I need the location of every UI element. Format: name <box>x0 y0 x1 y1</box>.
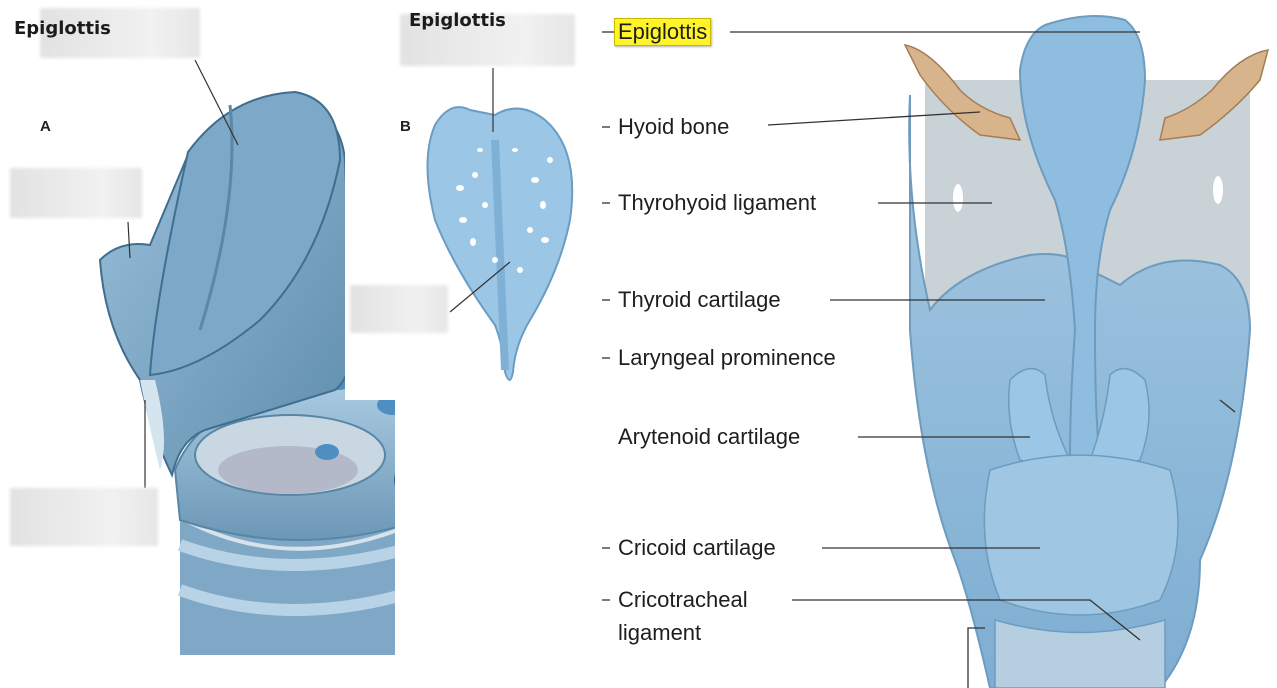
label-arytenoid-cartilage: Arytenoid cartilage <box>618 424 800 450</box>
epiglottis-label-b: Epiglottis <box>409 10 506 31</box>
label-cricoid-cartilage: Cricoid cartilage <box>618 535 776 561</box>
epiglottis-label-a: Epiglottis <box>14 18 111 39</box>
label-blank <box>10 168 142 218</box>
panel-letter-b: B <box>400 118 411 135</box>
larynx-anterior-view: Epiglottis Hyoid bone Thyrohyoid ligamen… <box>600 0 1277 688</box>
label-ligament: ligament <box>618 620 701 646</box>
label-hyoid-bone: Hyoid bone <box>618 114 729 140</box>
label-cricotracheal: Cricotracheal <box>618 587 748 613</box>
label-thyrohyoid-ligament: Thyrohyoid ligament <box>618 190 816 216</box>
larynx-anterior-illustration <box>600 0 1277 688</box>
label-laryngeal-prominence: Laryngeal prominence <box>618 345 836 371</box>
larynx-oblique-view: Epiglottis A <box>0 0 395 655</box>
larynx-oblique-illustration <box>0 0 395 655</box>
cricoid-shape <box>984 455 1178 615</box>
label-blank <box>350 285 448 333</box>
label-thyroid-cartilage: Thyroid cartilage <box>618 287 781 313</box>
label-epiglottis: Epiglottis <box>614 18 711 46</box>
label-blank <box>10 488 158 546</box>
panel-letter-a: A <box>40 118 51 135</box>
epiglottis-anterior-view: Epiglottis B <box>345 0 590 400</box>
